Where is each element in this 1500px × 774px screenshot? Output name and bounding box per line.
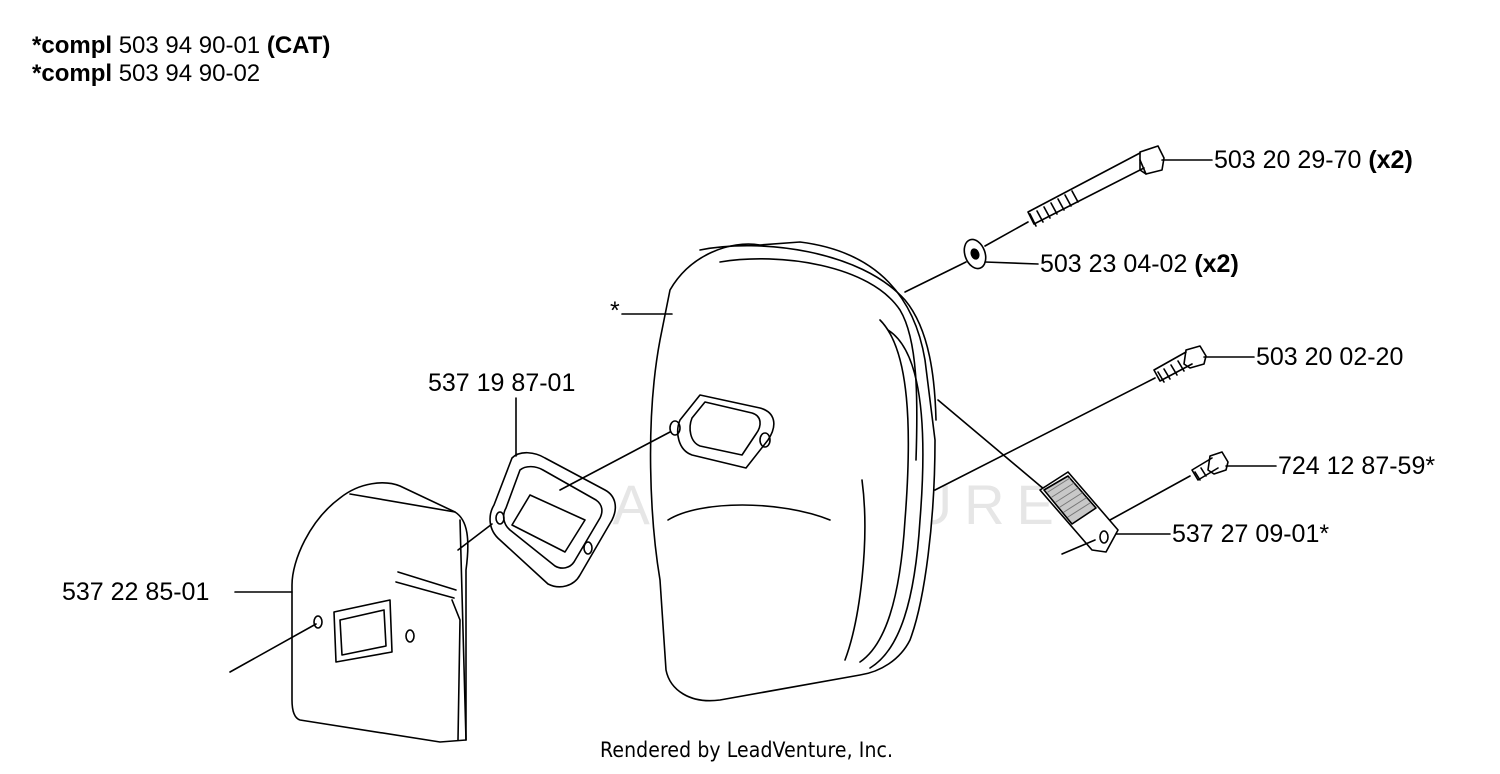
- axis-line-bolt: [984, 221, 1029, 247]
- axis-line-washer: [904, 261, 967, 293]
- short-bolt-icon: [1153, 345, 1207, 383]
- header-line-1-suffix: (CAT): [266, 32, 331, 59]
- part-label-heat-shield[interactable]: 537 22 85-01: [62, 577, 209, 607]
- part-label-screw[interactable]: 724 12 87-59*: [1278, 451, 1435, 481]
- plate-icon: [1039, 471, 1119, 553]
- part-label-gasket[interactable]: 537 19 87-01: [428, 368, 575, 398]
- axis-line-screw: [1109, 475, 1191, 521]
- part-number: 537 19 87-01: [428, 369, 576, 397]
- part-number: 503 20 02-20: [1256, 343, 1404, 371]
- axis-line-heat-shield: [229, 623, 317, 673]
- header-line-1: *compl 503 94 90-01 (CAT): [32, 32, 330, 60]
- part-label-short-bolt[interactable]: 503 20 02-20: [1256, 342, 1403, 372]
- axis-line-short-bolt: [934, 377, 1156, 491]
- part-label-plate[interactable]: 537 27 09-01*: [1172, 519, 1329, 549]
- header-line-1-number: 503 94 90-01: [118, 32, 261, 59]
- part-label-long-bolt[interactable]: 503 20 29-70 (x2): [1214, 145, 1413, 175]
- part-number: 503 20 29-70: [1214, 146, 1362, 174]
- header-line-2: *compl 503 94 90-02: [32, 60, 260, 88]
- part-label-washer[interactable]: 503 23 04-02 (x2): [1040, 249, 1239, 279]
- part-label-muffler[interactable]: *: [610, 296, 620, 326]
- part-number: 537 27 09-01*: [1172, 520, 1330, 548]
- leader-washer: [984, 261, 1039, 265]
- part-number: 503 23 04-02: [1040, 250, 1188, 278]
- gasket-icon: [489, 451, 617, 588]
- footer-credit: Rendered by LeadVenture, Inc.: [600, 738, 894, 762]
- axis-line-shield-gasket: [457, 523, 493, 551]
- screw-icon: [1191, 451, 1229, 481]
- part-number: *: [610, 297, 620, 325]
- axis-line-muffler-plate: [937, 399, 1046, 491]
- part-qty: (x2): [1368, 146, 1413, 174]
- header-line-2-prefix: *compl: [32, 60, 113, 87]
- part-number: 724 12 87-59*: [1278, 452, 1436, 480]
- header-line-1-prefix: *compl: [32, 32, 113, 59]
- long-bolt-icon: [1027, 145, 1165, 227]
- part-number: 537 22 85-01: [62, 578, 210, 606]
- part-qty: (x2): [1194, 250, 1239, 278]
- axis-line-plate: [1061, 539, 1096, 555]
- muffler-icon: [649, 241, 937, 702]
- axis-line-gasket: [559, 431, 671, 491]
- header-line-2-number: 503 94 90-02: [118, 60, 261, 87]
- heat-shield-icon: [291, 482, 469, 743]
- washer-icon: [963, 238, 987, 270]
